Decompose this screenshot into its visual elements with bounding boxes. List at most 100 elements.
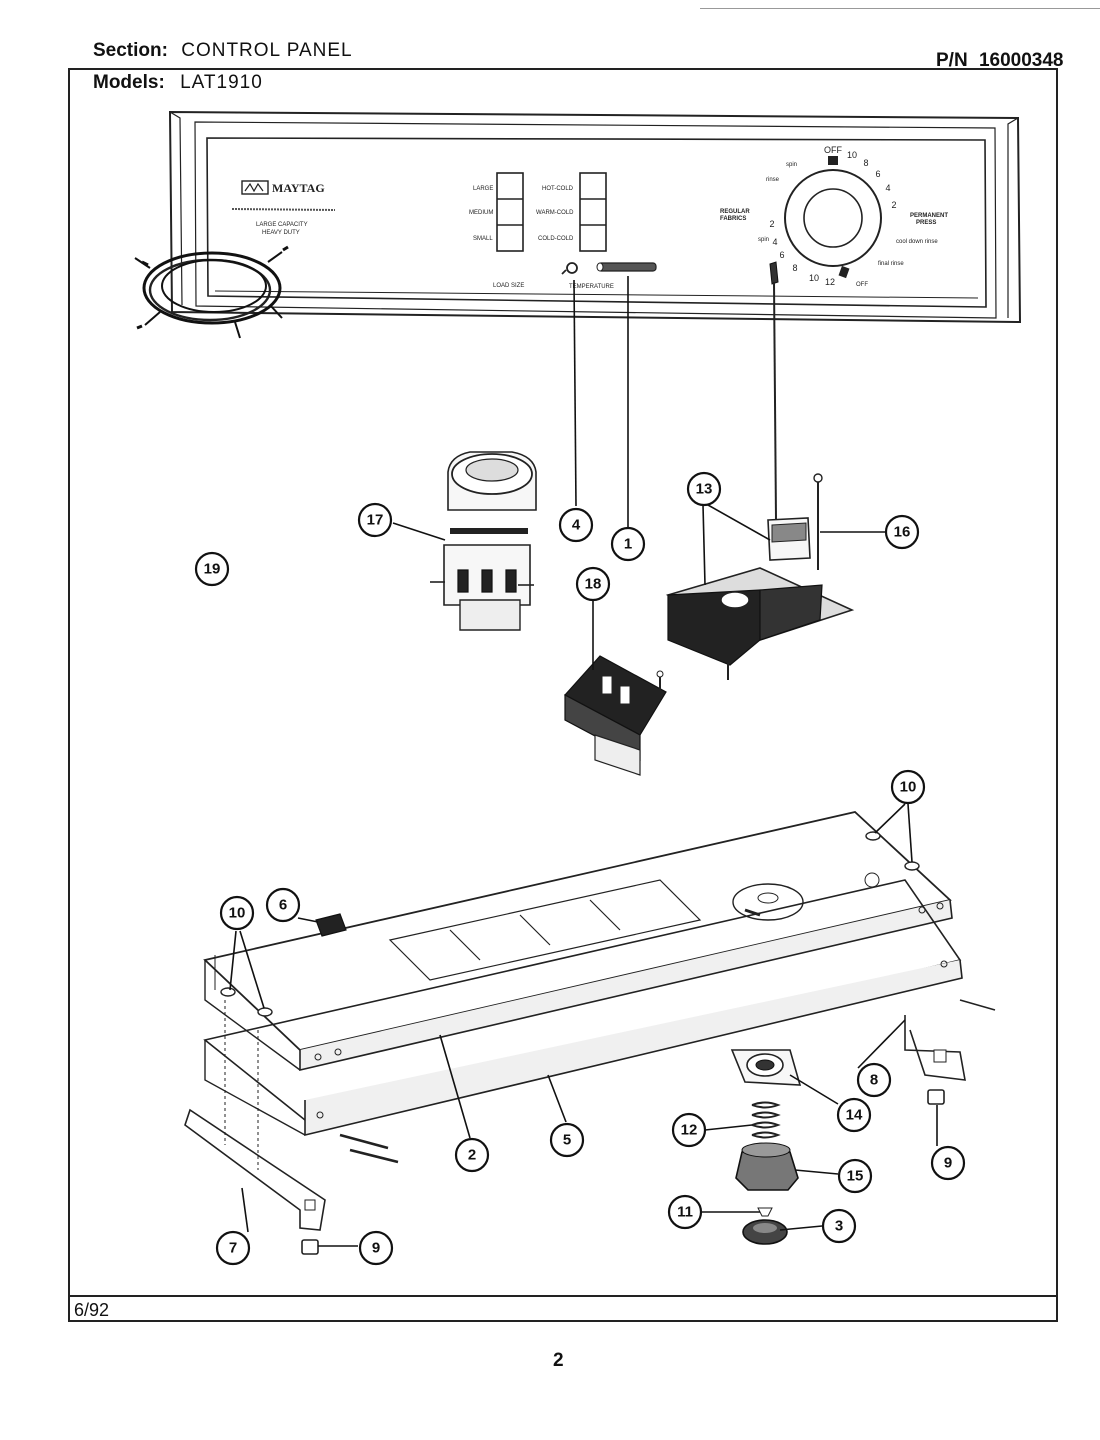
callout-2: 2 xyxy=(454,1137,490,1173)
callout-label: 2 xyxy=(468,1147,476,1164)
speed-clips xyxy=(301,1089,945,1255)
callout-15: 15 xyxy=(837,1158,873,1194)
page-number: 2 xyxy=(553,1350,564,1371)
dial-num: 8 xyxy=(863,158,868,168)
temp-option-cold-cold: COLD-COLD xyxy=(538,236,574,242)
callout-label: 6 xyxy=(279,897,287,914)
revision-date: 6/92 xyxy=(74,1300,110,1320)
left-bracket xyxy=(184,1000,326,1231)
callout-3: 3 xyxy=(821,1208,857,1244)
dial-label-spin-2: spin xyxy=(758,237,769,243)
load-option-large: LARGE xyxy=(473,186,493,192)
callout-label: 7 xyxy=(229,1240,237,1257)
callout-8: 8 xyxy=(856,1062,892,1098)
dial-num: 2 xyxy=(891,200,896,210)
water-temp-switch xyxy=(430,451,537,631)
callout-label: 10 xyxy=(229,905,246,922)
wire-connector xyxy=(315,913,347,937)
callout-11: 11 xyxy=(667,1194,703,1230)
callout-label: 1 xyxy=(624,536,632,553)
dial-left-label-1: REGULAR xyxy=(720,209,750,215)
dial-num: 6 xyxy=(779,250,784,260)
footer-divider xyxy=(68,1295,1058,1297)
pn-value: 16000348 xyxy=(978,50,1064,71)
panel-caption-line2: HEAVY DUTY xyxy=(262,230,300,236)
small-clip xyxy=(561,262,578,275)
load-option-small: SMALL xyxy=(473,236,493,242)
diagram-frame xyxy=(68,68,1058,1322)
section-label: Section: xyxy=(93,40,168,61)
terminal-block xyxy=(564,655,667,776)
control-panel-illustration: MAYTAG LARGE CAPACITY HEAVY DUTY LARGE M… xyxy=(168,110,1022,324)
scan-edge-line xyxy=(700,8,1100,9)
callout-label: 3 xyxy=(835,1218,843,1235)
wiring-harness xyxy=(134,245,289,339)
callout-5: 5 xyxy=(549,1122,585,1158)
callout-label: 9 xyxy=(944,1155,952,1172)
load-size-selector: LARGE MEDIUM SMALL LOAD SIZE xyxy=(469,172,524,289)
load-option-medium: MEDIUM xyxy=(469,210,493,216)
callout-label: 17 xyxy=(367,512,384,529)
dial-label-rinse: rinse xyxy=(766,177,780,183)
callout-9-right: 9 xyxy=(930,1145,966,1181)
leader-lines xyxy=(229,276,938,1247)
dial-num: 4 xyxy=(772,237,777,247)
callout-label: 18 xyxy=(585,576,602,593)
callout-10-left: 10 xyxy=(219,895,255,931)
dial-num: 6 xyxy=(875,169,880,179)
callout-label: 10 xyxy=(900,779,917,796)
temp-option-warm-cold: WARM-COLD xyxy=(536,210,574,216)
dial-label-cool-down-rinse: cool down rinse xyxy=(896,239,938,245)
callout-label: 4 xyxy=(572,517,581,534)
callout-label: 14 xyxy=(846,1107,863,1124)
callout-13: 13 xyxy=(686,471,722,507)
models-label: Models: xyxy=(93,72,165,93)
pn-label: P/N xyxy=(936,50,968,71)
dial-off-bottom: OFF xyxy=(856,282,868,288)
callout-label: 13 xyxy=(696,481,713,498)
dial-num: 2 xyxy=(769,219,774,229)
callout-12: 12 xyxy=(671,1112,707,1148)
callout-7: 7 xyxy=(215,1230,251,1266)
dial-off-top: OFF xyxy=(824,145,842,155)
temp-option-hot-cold: HOT-COLD xyxy=(542,186,574,192)
callout-1: 1 xyxy=(610,526,646,562)
models-value: LAT1910 xyxy=(180,72,263,93)
panel-brand: MAYTAG xyxy=(272,181,325,195)
dial-num: 10 xyxy=(809,273,819,283)
right-bracket xyxy=(904,999,996,1081)
dial-num: 12 xyxy=(825,277,835,287)
dial-num: 10 xyxy=(847,150,857,160)
maytag-logo-icon xyxy=(241,180,269,195)
callout-label: 5 xyxy=(563,1132,571,1149)
callout-18: 18 xyxy=(575,566,611,602)
selector-knob-stack xyxy=(730,1049,802,1245)
panel-caption-line1: LARGE CAPACITY xyxy=(256,222,308,228)
screws xyxy=(220,831,920,1017)
temperature-selector: HOT-COLD WARM-COLD COLD-COLD TEMPERATURE xyxy=(536,172,614,290)
dial-label-final-rinse: final rinse xyxy=(878,261,904,267)
callout-9-left: 9 xyxy=(358,1230,394,1266)
callout-label: 8 xyxy=(870,1072,878,1089)
callout-label: 11 xyxy=(677,1204,693,1221)
dial-right-label-1: PERMANENT xyxy=(910,213,948,219)
callout-4: 4 xyxy=(558,507,594,543)
callout-17: 17 xyxy=(357,502,393,538)
mounting-screws xyxy=(339,1133,399,1164)
dial-num: 4 xyxy=(885,183,890,193)
timer-dial: OFF 10 8 6 4 2 2 4 6 8 10 12 OFF spin ri… xyxy=(720,145,948,288)
callout-16: 16 xyxy=(884,514,920,550)
dial-label-spin: spin xyxy=(786,162,797,168)
spring-rod xyxy=(596,262,657,272)
callout-14: 14 xyxy=(836,1097,872,1133)
callout-6: 6 xyxy=(265,887,301,923)
callout-label: 16 xyxy=(894,524,911,541)
dial-num: 8 xyxy=(792,263,797,273)
dial-left-label-2: FABRICS xyxy=(720,216,746,222)
section-value: CONTROL PANEL xyxy=(181,40,353,61)
callout-label: 19 xyxy=(204,561,221,578)
callout-label: 9 xyxy=(372,1240,380,1257)
callout-label: 12 xyxy=(681,1122,698,1139)
models-heading: Models: LAT1910 xyxy=(93,72,263,94)
